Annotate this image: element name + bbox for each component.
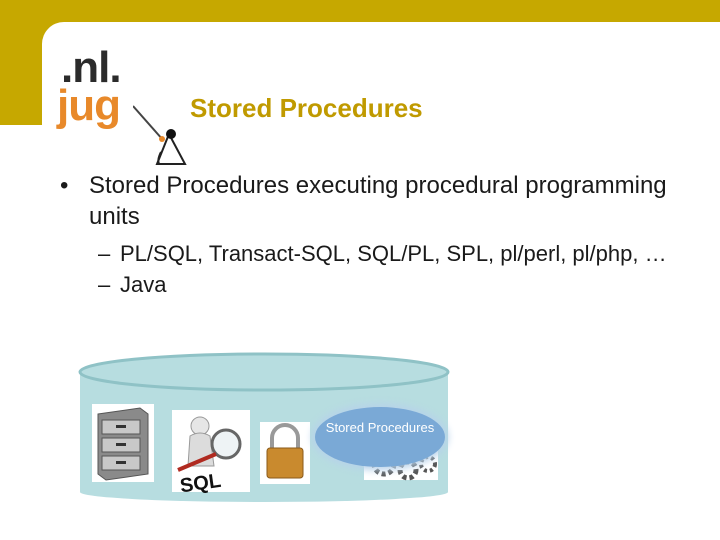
dash-icon: – [98,272,111,297]
magnifier-search-icon [177,416,242,472]
logo-text-jug: jug [57,81,121,130]
stored-procedures-label: Stored Procedures [325,420,435,435]
file-cabinet-icon [97,407,149,481]
duke-mascot-icon [133,105,187,165]
stored-procedures-bubble [315,407,445,467]
bullet-dot-icon: • [60,172,69,199]
sub-bullet-text: Java [120,272,167,297]
slide-title: Stored Procedures [190,93,423,123]
database-top [78,352,450,392]
sub-bullet-item: – PL/SQL, Transact-SQL, SQL/PL, SPL, pl/… [60,239,680,268]
database-diagram: SQL [78,352,450,502]
bullet-list: • Stored Procedures executing procedural… [60,170,680,299]
dash-icon: – [98,241,111,266]
bullet-item: • Stored Procedures executing procedural… [60,170,680,232]
bullet-text: Stored Procedures executing procedural p… [89,172,667,230]
sub-bullet-item: – Java [60,270,680,299]
nljug-logo: .nl. jug [55,40,205,170]
padlock-icon [266,423,304,479]
sub-bullet-text: PL/SQL, Transact-SQL, SQL/PL, SPL, pl/pe… [120,241,667,266]
database-bottom [80,482,448,502]
logo-text-nl: .nl. [61,43,122,92]
